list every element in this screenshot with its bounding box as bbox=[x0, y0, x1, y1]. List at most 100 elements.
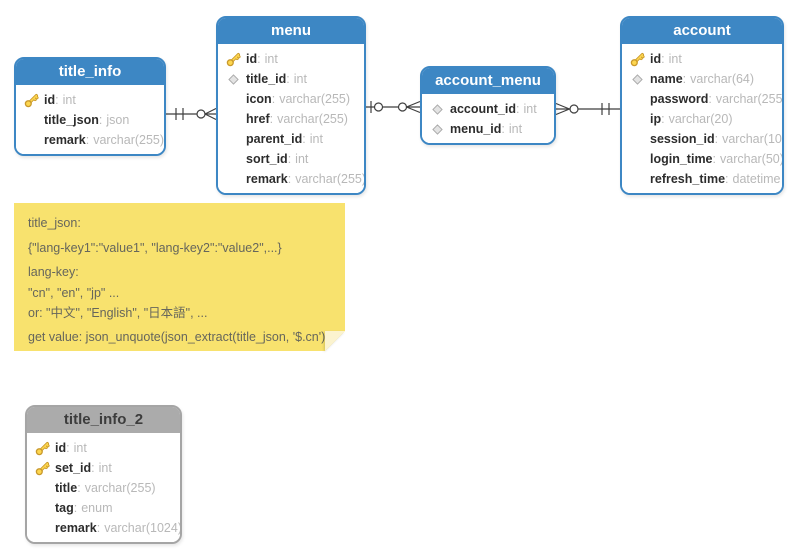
field-name: tag bbox=[55, 501, 77, 515]
note-line: {"lang-key1":"value1", "lang-key2":"valu… bbox=[28, 241, 282, 255]
field-type: int bbox=[309, 132, 323, 146]
field-row[interactable]: title_id int bbox=[218, 69, 364, 89]
table-account-header[interactable]: account bbox=[622, 18, 782, 44]
field-name: parent_id bbox=[246, 132, 306, 146]
field-name: title_id bbox=[246, 72, 290, 86]
field-type: int bbox=[295, 152, 309, 166]
field-name: title_json bbox=[44, 113, 102, 127]
field-row[interactable]: id int bbox=[218, 49, 364, 69]
field-type: varchar(100) bbox=[722, 132, 782, 146]
field-row[interactable]: id int bbox=[622, 49, 782, 69]
table-title-info-2-body: id int set_id int title varchar(255) tag… bbox=[27, 433, 180, 542]
field-name: title bbox=[55, 481, 81, 495]
field-name: href bbox=[246, 112, 273, 126]
field-row[interactable]: session_id varchar(100) bbox=[622, 129, 782, 149]
field-name: password bbox=[650, 92, 712, 106]
connector-account-menu-account[interactable] bbox=[555, 102, 620, 116]
sticky-note[interactable]: title_json: {"lang-key1":"value1", "lang… bbox=[14, 203, 345, 351]
field-row[interactable]: login_time varchar(50) bbox=[622, 149, 782, 169]
field-row[interactable]: id int bbox=[27, 438, 180, 458]
note-line: "cn", "en", "jp" ... bbox=[28, 286, 120, 300]
field-row[interactable]: remark varchar(1024) bbox=[27, 518, 180, 538]
connector-menu-account-menu[interactable] bbox=[366, 100, 421, 114]
table-title-info-header[interactable]: title_info bbox=[16, 59, 164, 85]
table-title-info-2[interactable]: title_info_2 id int set_id int title var… bbox=[25, 405, 182, 544]
field-name: id bbox=[650, 52, 665, 66]
field-row[interactable]: tag enum bbox=[27, 498, 180, 518]
field-name: id bbox=[44, 93, 59, 107]
field-row[interactable]: sort_id int bbox=[218, 149, 364, 169]
connector-title-info-menu[interactable] bbox=[166, 107, 217, 121]
note-line: get value: json_unquote(json_extract(tit… bbox=[28, 330, 326, 344]
field-type: datetime bbox=[732, 172, 781, 186]
table-title-info[interactable]: title_info id int title_json json remark… bbox=[14, 57, 166, 156]
field-name: remark bbox=[246, 172, 291, 186]
field-type: varchar(20) bbox=[668, 112, 733, 126]
field-name: icon bbox=[246, 92, 275, 106]
table-menu-header[interactable]: menu bbox=[218, 18, 364, 44]
field-row[interactable]: name varchar(64) bbox=[622, 69, 782, 89]
note-line: title_json: bbox=[28, 216, 81, 230]
field-name: sort_id bbox=[246, 152, 291, 166]
field-type: int bbox=[668, 52, 682, 66]
primary-key-icon bbox=[629, 52, 645, 67]
primary-key-icon bbox=[23, 93, 39, 108]
table-menu-body: id int title_id int icon varchar(255) hr… bbox=[218, 44, 364, 193]
field-type: int bbox=[508, 122, 523, 136]
field-type: varchar(255) bbox=[279, 92, 351, 106]
table-title-info-body: id int title_json json remark varchar(25… bbox=[16, 85, 164, 154]
field-row[interactable]: title_json json bbox=[16, 110, 164, 130]
field-type: enum bbox=[81, 501, 113, 515]
field-row[interactable]: ip varchar(20) bbox=[622, 109, 782, 129]
field-row[interactable]: remark varchar(255) bbox=[218, 169, 364, 189]
table-menu[interactable]: menu id int title_id int icon varchar(25… bbox=[216, 16, 366, 195]
field-type: varchar(255) bbox=[295, 172, 366, 186]
field-type: varchar(64) bbox=[690, 72, 755, 86]
primary-key-icon bbox=[225, 52, 241, 67]
table-account-menu-header[interactable]: account_menu bbox=[422, 68, 554, 94]
field-name: session_id bbox=[650, 132, 718, 146]
field-row[interactable]: password varchar(255) bbox=[622, 89, 782, 109]
foreign-key-icon bbox=[429, 123, 445, 135]
field-type: int bbox=[73, 441, 87, 455]
field-type: int bbox=[62, 93, 76, 107]
field-row[interactable]: title varchar(255) bbox=[27, 478, 180, 498]
field-type: int bbox=[293, 72, 307, 86]
table-account-menu-body: account_id int menu_id int bbox=[422, 94, 554, 143]
table-title-info-2-header[interactable]: title_info_2 bbox=[27, 407, 180, 433]
foreign-key-icon bbox=[629, 73, 645, 85]
note-fold-flap bbox=[325, 331, 345, 351]
foreign-key-icon bbox=[429, 103, 445, 115]
field-row[interactable]: set_id int bbox=[27, 458, 180, 478]
field-name: account_id bbox=[450, 102, 519, 116]
field-row[interactable]: account_id int bbox=[422, 99, 554, 119]
field-row[interactable]: remark varchar(255) bbox=[16, 130, 164, 150]
table-account-menu[interactable]: account_menu account_id int menu_id int bbox=[420, 66, 556, 145]
field-row[interactable]: refresh_time datetime bbox=[622, 169, 782, 189]
field-row[interactable]: href varchar(255) bbox=[218, 109, 364, 129]
field-row[interactable]: id int bbox=[16, 90, 164, 110]
field-name: name bbox=[650, 72, 686, 86]
field-type: varchar(255) bbox=[93, 133, 165, 147]
field-name: remark bbox=[55, 521, 100, 535]
field-name: ip bbox=[650, 112, 665, 126]
note-line: or: "中文", "English", "日本語", ... bbox=[28, 306, 208, 320]
primary-key-icon bbox=[34, 461, 50, 476]
field-type: varchar(255) bbox=[715, 92, 784, 106]
field-row[interactable]: icon varchar(255) bbox=[218, 89, 364, 109]
table-account[interactable]: account id int name varchar(64) password… bbox=[620, 16, 784, 195]
field-type: int bbox=[98, 461, 112, 475]
table-account-body: id int name varchar(64) password varchar… bbox=[622, 44, 782, 193]
field-type: varchar(255) bbox=[277, 112, 348, 126]
field-name: refresh_time bbox=[650, 172, 729, 186]
field-row[interactable]: parent_id int bbox=[218, 129, 364, 149]
field-type: int bbox=[264, 52, 278, 66]
field-row[interactable]: menu_id int bbox=[422, 119, 554, 139]
foreign-key-icon bbox=[225, 73, 241, 85]
field-name: id bbox=[55, 441, 70, 455]
field-name: id bbox=[246, 52, 261, 66]
field-name: menu_id bbox=[450, 122, 505, 136]
note-line: lang-key: bbox=[28, 265, 79, 279]
